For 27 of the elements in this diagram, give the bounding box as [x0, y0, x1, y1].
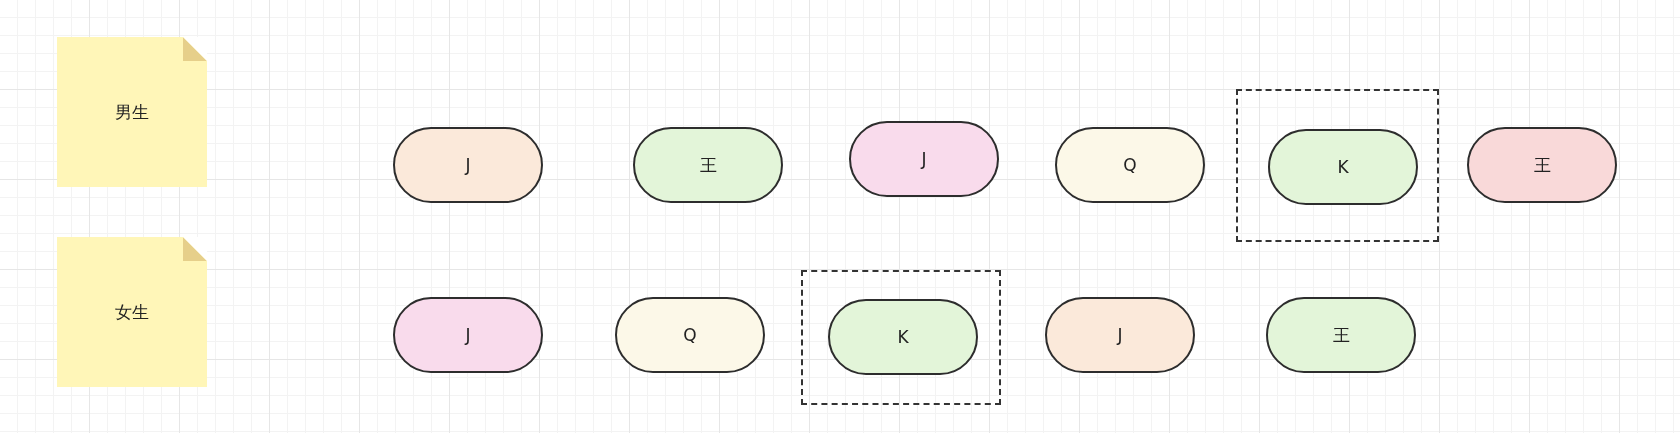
card-label: Q	[1123, 155, 1137, 175]
card-label: K	[1337, 157, 1349, 177]
rounded-card	[393, 297, 543, 373]
rounded-card	[1055, 127, 1205, 203]
rounded-card	[1045, 297, 1195, 373]
card-label: J	[465, 155, 471, 175]
dashed-frame	[801, 270, 1001, 405]
sticky-note	[57, 237, 207, 387]
rounded-card	[393, 127, 543, 203]
card-label: J	[921, 149, 927, 169]
card-label: J	[465, 325, 471, 345]
card-label: 王	[699, 153, 717, 177]
card-label: 王	[1533, 153, 1551, 177]
card-label: 王	[1332, 323, 1350, 347]
card-label: K	[897, 327, 909, 347]
sticky-note	[57, 37, 207, 187]
rounded-card	[1467, 127, 1617, 203]
card-label: 男生	[115, 100, 149, 124]
rounded-card	[849, 121, 999, 197]
rounded-card	[615, 297, 765, 373]
dashed-frame	[1236, 89, 1439, 242]
card-label: 女生	[115, 300, 149, 324]
card-label: Q	[683, 325, 697, 345]
card-label: J	[1117, 325, 1123, 345]
rounded-card	[828, 299, 978, 375]
rounded-card	[633, 127, 783, 203]
rounded-card	[1268, 129, 1418, 205]
